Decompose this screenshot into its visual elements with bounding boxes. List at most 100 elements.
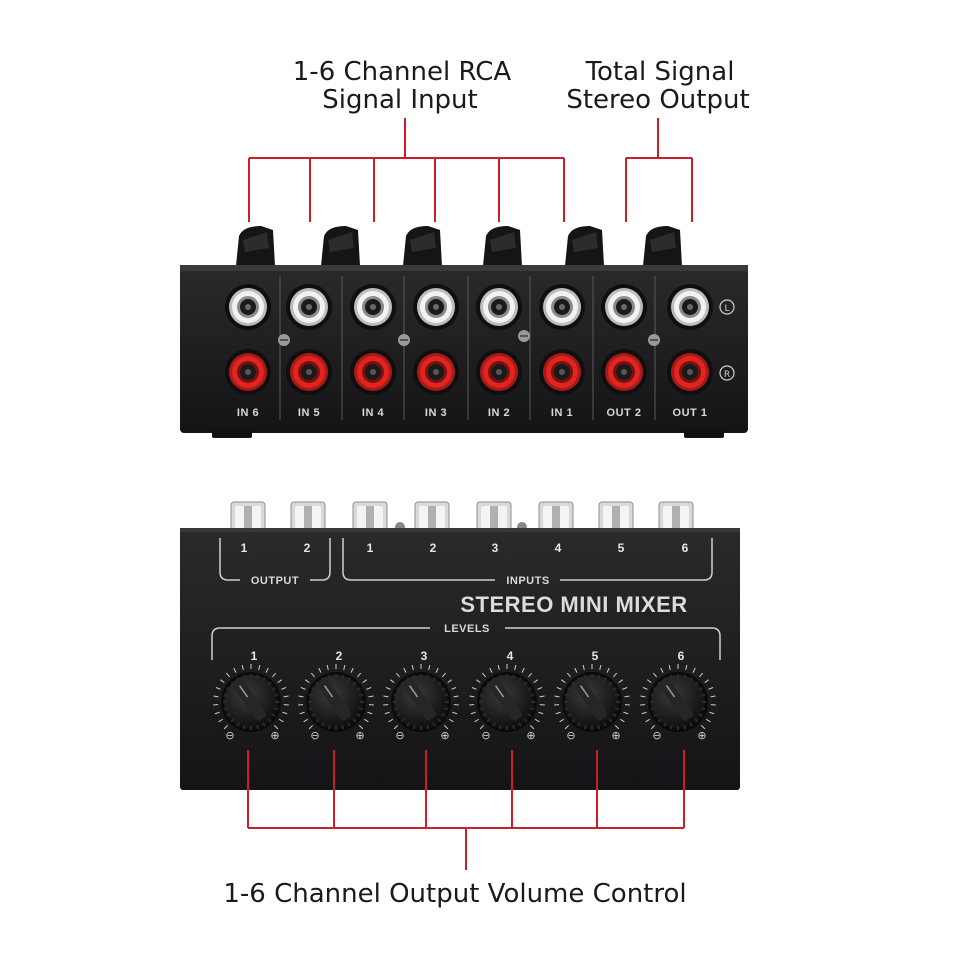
panel-screw <box>278 334 290 346</box>
jack-label: IN 6 <box>237 407 259 419</box>
knob-number: 5 <box>592 649 599 663</box>
rear-foot-left <box>212 430 252 438</box>
rear-foot-right <box>684 430 724 438</box>
output-group-label: OUTPUT <box>251 575 299 587</box>
inputs-group-label: INPUTS <box>506 575 549 587</box>
plus-symbol: ⊕ <box>355 729 364 742</box>
jack-label: IN 5 <box>298 407 320 419</box>
rca-jack-red[interactable] <box>667 349 713 395</box>
left-channel-mark: L <box>724 304 729 314</box>
minus-symbol: ⊖ <box>310 729 319 742</box>
output-number: 2 <box>304 541 311 555</box>
rear-jacks <box>225 284 713 395</box>
knob-number: 3 <box>421 649 428 663</box>
input-callout-lines <box>248 118 565 222</box>
rca-jack-top <box>476 501 512 533</box>
rca-jack-top <box>538 501 574 533</box>
rca-jack-top <box>352 501 388 533</box>
inputs-bracket <box>342 538 713 581</box>
front-chassis <box>180 528 740 790</box>
rca-jack-red[interactable] <box>286 349 332 395</box>
rca-jack-white[interactable] <box>667 284 713 330</box>
rca-jack-red[interactable] <box>350 349 396 395</box>
rear-knob-top <box>643 226 682 266</box>
minus-symbol: ⊖ <box>395 729 404 742</box>
input-number: 5 <box>618 541 625 555</box>
rear-knob-top <box>483 226 522 266</box>
plus-symbol: ⊕ <box>611 729 620 742</box>
rca-jack-top <box>290 501 326 533</box>
volume-knob[interactable] <box>221 672 281 732</box>
volume-knob[interactable] <box>306 672 366 732</box>
knob-scale <box>213 664 289 730</box>
rca-jack-white[interactable] <box>601 284 647 330</box>
plus-symbol: ⊕ <box>526 729 535 742</box>
rca-jack-white[interactable] <box>476 284 522 330</box>
input-number: 6 <box>682 541 689 555</box>
input-number: 1 <box>367 541 374 555</box>
output-bracket <box>219 538 331 581</box>
panel-screw <box>648 334 660 346</box>
rear-chassis-edge <box>180 265 748 271</box>
rca-jack-red[interactable] <box>476 349 522 395</box>
knob-number: 1 <box>251 649 258 663</box>
rca-jack-white[interactable] <box>225 284 271 330</box>
rca-jack-white[interactable] <box>539 284 585 330</box>
volume-knob[interactable] <box>477 672 537 732</box>
knob-number: 6 <box>678 649 685 663</box>
right-channel-mark: R <box>724 370 730 380</box>
rear-knob-tops <box>236 226 682 266</box>
input-number: 3 <box>492 541 499 555</box>
rca-jack-top <box>658 501 694 533</box>
rca-jack-white[interactable] <box>286 284 332 330</box>
knob-scale <box>383 664 459 730</box>
knob-scale <box>554 664 630 730</box>
input-callout-line-2: Signal Input <box>322 85 477 115</box>
output-callout-line-1: Total Signal <box>585 57 735 87</box>
rca-jack-white[interactable] <box>350 284 396 330</box>
minus-symbol: ⊖ <box>566 729 575 742</box>
rear-knob-top <box>236 226 275 266</box>
rca-jack-top <box>598 501 634 533</box>
knob-scale <box>298 664 374 730</box>
volume-knob[interactable] <box>391 672 451 732</box>
mixer-title: STEREO MINI MIXER <box>460 592 687 617</box>
levels-group-label: LEVELS <box>444 623 490 635</box>
left-channel-mark-ring <box>719 299 735 315</box>
knob-scale <box>640 664 716 730</box>
jack-label: IN 3 <box>425 407 447 419</box>
volume-callout: 1-6 Channel Output Volume Control <box>223 879 686 909</box>
panel-screw <box>518 330 530 342</box>
output-number: 1 <box>241 541 248 555</box>
plus-symbol: ⊕ <box>440 729 449 742</box>
rear-chassis <box>180 265 748 433</box>
rca-jack-white[interactable] <box>413 284 459 330</box>
rca-jack-top <box>414 501 450 533</box>
jack-label: IN 2 <box>488 407 510 419</box>
right-channel-mark-ring <box>719 365 735 381</box>
minus-symbol: ⊖ <box>481 729 490 742</box>
jack-label: OUT 2 <box>607 407 642 419</box>
output-callout-lines <box>625 118 693 222</box>
rca-jack-red[interactable] <box>413 349 459 395</box>
front-chassis-edge <box>180 528 740 532</box>
minus-symbol: ⊖ <box>652 729 661 742</box>
rca-jack-red[interactable] <box>601 349 647 395</box>
volume-knob[interactable] <box>562 672 622 732</box>
rca-jack-red[interactable] <box>225 349 271 395</box>
plus-symbol: ⊕ <box>270 729 279 742</box>
rear-dividers <box>279 276 656 420</box>
output-callout-line-2: Stereo Output <box>566 85 749 115</box>
rear-screws <box>278 330 660 346</box>
knob-number: 4 <box>507 649 514 663</box>
volume-callout-lines <box>247 750 685 870</box>
rca-jack-red[interactable] <box>539 349 585 395</box>
knob-number: 2 <box>336 649 343 663</box>
jack-label: IN 1 <box>551 407 573 419</box>
rear-knob-top <box>565 226 604 266</box>
volume-knob[interactable] <box>648 672 708 732</box>
input-number: 2 <box>430 541 437 555</box>
